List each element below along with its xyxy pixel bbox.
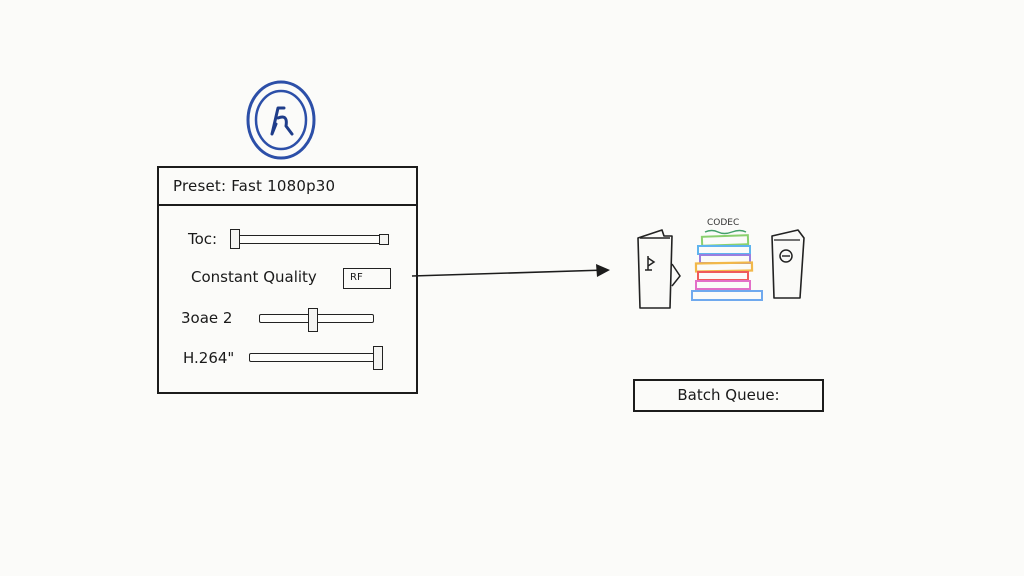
h264-slider-track[interactable]: [249, 353, 381, 362]
codec-underline-icon: [704, 229, 747, 235]
row-label-constant-quality: Constant Quality: [191, 268, 317, 286]
row-label-toc: Toc:: [188, 230, 218, 248]
source-file-icon: [637, 229, 681, 309]
preset-panel: Preset: Fast 1080p30 Toc: Constant Quali…: [157, 166, 418, 394]
3oae-slider-thumb[interactable]: [308, 308, 318, 332]
flow-arrow: [411, 264, 610, 277]
output-file-icon: [771, 229, 805, 299]
codec-stack-icon: [691, 234, 763, 301]
batch-queue-box[interactable]: Batch Queue:: [633, 379, 824, 412]
handbrake-app-icon: [246, 80, 316, 160]
quality-value-field[interactable]: RF: [343, 268, 391, 289]
preset-title: Preset: Fast 1080p30: [173, 177, 336, 195]
toc-slider-thumb[interactable]: [230, 229, 240, 249]
row-label-3oae-2: 3oae 2: [181, 309, 233, 327]
codec-label: CODEC: [707, 218, 740, 228]
h264-slider-thumb[interactable]: [373, 346, 383, 370]
toc-slider-track[interactable]: [234, 235, 389, 244]
row-label-h264: H.264": [183, 349, 235, 367]
toc-slider-end-cap: [379, 234, 389, 245]
panel-header: Preset: Fast 1080p30: [159, 168, 416, 206]
